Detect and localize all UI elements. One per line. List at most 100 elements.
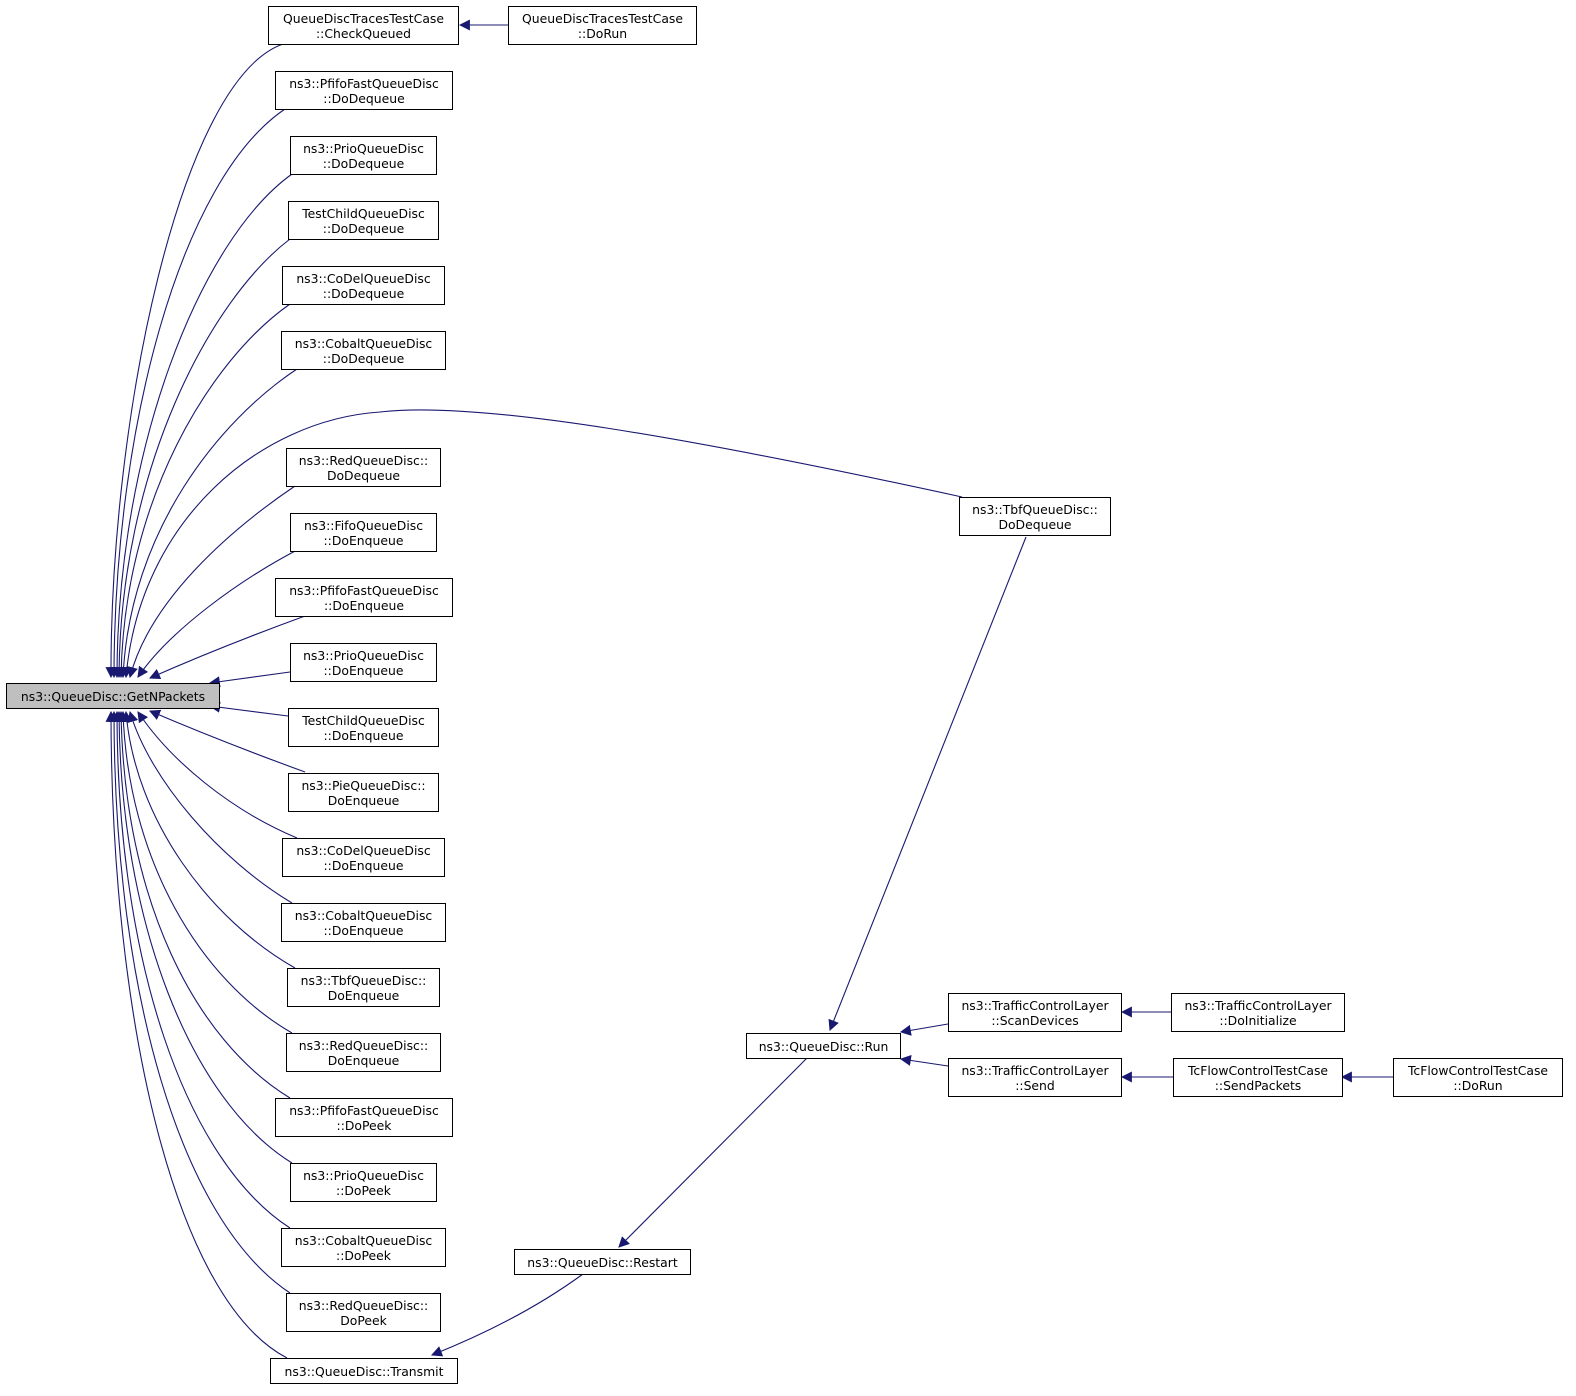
node-pie-enq[interactable]: ns3::PieQueueDisc::DoEnqueue <box>288 773 439 812</box>
node-tbf-enq[interactable]: ns3::TbfQueueDisc::DoEnqueue <box>287 968 440 1007</box>
node-restart[interactable]: ns3::QueueDisc::Restart <box>514 1249 691 1275</box>
node-pfifo-deq[interactable]: ns3::PfifoFastQueueDisc::DoDequeue <box>275 71 453 110</box>
node-red-peek-line-2: DoPeek <box>340 1312 387 1328</box>
node-cobalt-peek-line-2: ::DoPeek <box>336 1247 391 1263</box>
node-red-peek-line-1: ns3::RedQueueDisc:: <box>298 1297 429 1313</box>
edge-tbf-enq-to-getnpackets <box>121 710 296 969</box>
node-tbf-deq[interactable]: ns3::TbfQueueDisc::DoDequeue <box>959 497 1111 536</box>
node-run[interactable]: ns3::QueueDisc::Run <box>746 1033 901 1059</box>
edge-codel-enq-to-getnpackets <box>137 711 298 839</box>
node-pfifo-deq-line-1: ns3::PfifoFastQueueDisc <box>289 75 439 91</box>
edge-red-enq-to-getnpackets <box>117 710 293 1034</box>
edge-checkqueued-to-getnpackets <box>105 43 284 679</box>
node-checkqueued[interactable]: QueueDiscTracesTestCase::CheckQueued <box>268 6 459 45</box>
node-testchild-enq-line-1: TestChildQueueDisc <box>302 712 425 728</box>
edge-red-deq-to-getnpackets <box>127 485 296 679</box>
node-scandevices-line-1: ns3::TrafficControlLayer <box>961 997 1109 1013</box>
node-cobalt-peek-line-1: ns3::CobaltQueueDisc <box>294 1232 433 1248</box>
node-red-enq[interactable]: ns3::RedQueueDisc::DoEnqueue <box>286 1033 441 1072</box>
edge-pfifo-deq-to-getnpackets <box>108 108 286 679</box>
edge-transmit-to-restart <box>430 1273 584 1357</box>
node-sendpackets-line-2: ::SendPackets <box>1214 1077 1302 1093</box>
node-cobalt-deq-line-1: ns3::CobaltQueueDisc <box>294 335 433 351</box>
node-testchild-enq[interactable]: TestChildQueueDisc::DoEnqueue <box>288 708 439 747</box>
node-red-deq-line-1: ns3::RedQueueDisc:: <box>298 452 429 468</box>
node-pfifo-enq[interactable]: ns3::PfifoFastQueueDisc::DoEnqueue <box>275 578 453 617</box>
edge-transmit-to-getnpackets <box>105 710 288 1359</box>
node-cobalt-deq[interactable]: ns3::CobaltQueueDisc::DoDequeue <box>281 331 446 370</box>
node-send-line-1: ns3::TrafficControlLayer <box>961 1062 1109 1078</box>
node-tcdorun-line-1: TcFlowControlTestCase <box>1407 1062 1549 1078</box>
edge-prio-enq-to-getnpackets <box>208 671 291 688</box>
node-checkqueued-line-1: QueueDiscTracesTestCase <box>282 10 444 26</box>
node-tcdorun[interactable]: TcFlowControlTestCase::DoRun <box>1393 1058 1563 1097</box>
node-prio-enq[interactable]: ns3::PrioQueueDisc::DoEnqueue <box>290 643 437 682</box>
node-testchild-enq-line-2: ::DoEnqueue <box>323 727 404 743</box>
edge-testchild-enq-to-getnpackets <box>208 701 289 717</box>
edge-cobalt-enq-to-getnpackets <box>127 710 293 904</box>
node-cobalt-peek[interactable]: ns3::CobaltQueueDisc::DoPeek <box>281 1228 446 1267</box>
node-red-deq[interactable]: ns3::RedQueueDisc::DoDequeue <box>286 448 441 487</box>
node-red-enq-line-2: DoEnqueue <box>327 1052 400 1068</box>
edge-tbf-deq-to-getnpackets <box>121 409 963 679</box>
node-prio-peek[interactable]: ns3::PrioQueueDisc::DoPeek <box>290 1163 437 1202</box>
node-doinitialize-line-2: ::DoInitialize <box>1219 1012 1297 1028</box>
node-pfifo-peek[interactable]: ns3::PfifoFastQueueDisc::DoPeek <box>275 1098 453 1137</box>
node-cobalt-deq-line-2: ::DoDequeue <box>322 350 405 366</box>
node-getnpackets-line-1: ns3::QueueDisc::GetNPackets <box>20 688 206 704</box>
node-codel-enq-line-1: ns3::CoDelQueueDisc <box>296 842 431 858</box>
edge-codel-deq-to-getnpackets <box>115 303 291 679</box>
edge-pie-enq-to-getnpackets <box>148 709 306 773</box>
node-testchild-deq-line-2: ::DoDequeue <box>322 220 405 236</box>
edge-cobalt-peek-to-getnpackets <box>111 710 291 1229</box>
edge-pfifo-enq-to-getnpackets <box>148 615 306 680</box>
node-red-peek[interactable]: ns3::RedQueueDisc::DoPeek <box>286 1293 441 1332</box>
node-tracesdorun[interactable]: QueueDiscTracesTestCase::DoRun <box>508 6 697 45</box>
node-prio-enq-line-2: ::DoEnqueue <box>323 662 404 678</box>
edge-run-to-tbf-deq <box>828 536 1027 1032</box>
edge-red-peek-to-getnpackets <box>108 710 291 1294</box>
node-pfifo-peek-line-2: ::DoPeek <box>336 1117 392 1133</box>
node-cobalt-enq-line-2: ::DoEnqueue <box>323 922 404 938</box>
node-fifo-enq-line-1: ns3::FifoQueueDisc <box>303 517 424 533</box>
node-checkqueued-line-2: ::CheckQueued <box>315 25 412 41</box>
node-scandevices[interactable]: ns3::TrafficControlLayer::ScanDevices <box>948 993 1122 1032</box>
node-pie-enq-line-1: ns3::PieQueueDisc:: <box>301 777 426 793</box>
edge-prio-deq-to-getnpackets <box>111 173 293 679</box>
node-red-enq-line-1: ns3::RedQueueDisc:: <box>298 1037 429 1053</box>
node-doinitialize-line-1: ns3::TrafficControlLayer <box>1184 997 1332 1013</box>
node-codel-enq[interactable]: ns3::CoDelQueueDisc::DoEnqueue <box>282 838 445 877</box>
edge-pfifo-peek-to-getnpackets <box>115 710 291 1099</box>
node-tracesdorun-line-1: QueueDiscTracesTestCase <box>521 10 683 26</box>
node-prio-peek-line-1: ns3::PrioQueueDisc <box>303 1167 424 1183</box>
node-restart-line-1: ns3::QueueDisc::Restart <box>527 1254 678 1270</box>
node-red-deq-line-2: DoDequeue <box>326 467 401 483</box>
node-tbf-enq-line-1: ns3::TbfQueueDisc:: <box>300 972 427 988</box>
node-codel-deq[interactable]: ns3::CoDelQueueDisc::DoDequeue <box>282 266 445 305</box>
edge-restart-to-run <box>618 1056 809 1248</box>
edge-send-to-run <box>899 1055 949 1067</box>
node-tracesdorun-line-2: ::DoRun <box>577 25 628 41</box>
edge-prio-peek-to-getnpackets <box>113 710 293 1164</box>
node-cobalt-enq[interactable]: ns3::CobaltQueueDisc::DoEnqueue <box>281 903 446 942</box>
node-scandevices-line-2: ::ScanDevices <box>991 1012 1079 1028</box>
node-tcdorun-line-2: ::DoRun <box>1453 1077 1503 1093</box>
node-getnpackets: ns3::QueueDisc::GetNPackets <box>6 683 220 709</box>
node-transmit[interactable]: ns3::QueueDisc::Transmit <box>270 1358 458 1384</box>
node-sendpackets[interactable]: TcFlowControlTestCase::SendPackets <box>1173 1058 1343 1097</box>
node-fifo-enq[interactable]: ns3::FifoQueueDisc::DoEnqueue <box>290 513 437 552</box>
edge-fifo-enq-to-getnpackets <box>137 549 298 678</box>
node-send[interactable]: ns3::TrafficControlLayer::Send <box>948 1058 1122 1097</box>
node-testchild-deq[interactable]: TestChildQueueDisc::DoDequeue <box>288 201 439 240</box>
node-pfifo-enq-line-1: ns3::PfifoFastQueueDisc <box>289 582 439 598</box>
edge-cobalt-deq-to-getnpackets <box>117 368 298 679</box>
node-prio-deq-line-2: ::DoDequeue <box>322 155 405 171</box>
node-pfifo-deq-line-2: ::DoDequeue <box>323 90 405 106</box>
node-prio-deq[interactable]: ns3::PrioQueueDisc::DoDequeue <box>290 136 437 175</box>
node-codel-deq-line-1: ns3::CoDelQueueDisc <box>296 270 431 286</box>
node-codel-deq-line-2: ::DoDequeue <box>322 285 405 301</box>
node-prio-deq-line-1: ns3::PrioQueueDisc <box>303 140 424 156</box>
node-cobalt-enq-line-1: ns3::CobaltQueueDisc <box>294 907 433 923</box>
node-doinitialize[interactable]: ns3::TrafficControlLayer::DoInitialize <box>1171 993 1345 1032</box>
